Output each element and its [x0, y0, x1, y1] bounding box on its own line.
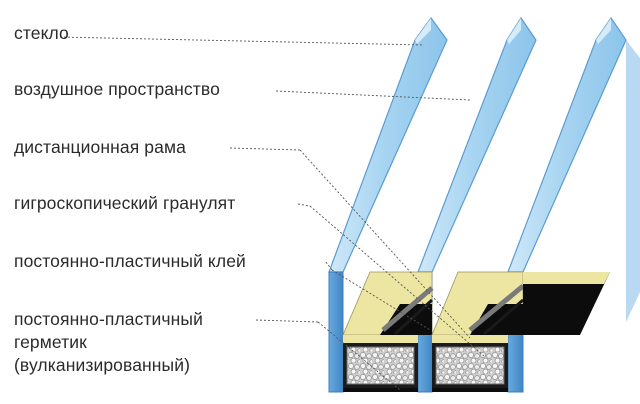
glass-pane-front: [328, 16, 448, 393]
leader-lines: [59, 36, 485, 391]
label-desiccant: гигроскопический гранулят: [14, 193, 236, 213]
leader-glass: [59, 36, 425, 46]
leader-desiccant: [297, 203, 311, 207]
leader-spacer-frame: [229, 147, 301, 151]
glass-pane-back: [507, 16, 640, 393]
leader-sealant: [255, 319, 319, 323]
label-glass: стекло: [14, 23, 69, 43]
sealant-block-right: [523, 272, 610, 335]
adhesive-strip-right: [523, 272, 610, 284]
spacer-chamber-2: [431, 271, 525, 336]
leader-air-space: [275, 90, 471, 101]
label-adhesive: постоянно-пластичный клей: [14, 251, 246, 271]
label-sealant: постоянно-пластичный герметик (вулканизи…: [14, 309, 203, 375]
leader-adhesive: [325, 261, 333, 271]
spacer-frame-section-1: [343, 343, 418, 392]
label-air-space: воздушное пространство: [14, 79, 220, 99]
yellow-adhesive-band-1: [343, 335, 418, 343]
spacer-frame-section-2: [432, 343, 508, 392]
yellow-adhesive-band-2: [432, 335, 508, 343]
label-spacer-frame: дистанционная рама: [14, 137, 186, 157]
